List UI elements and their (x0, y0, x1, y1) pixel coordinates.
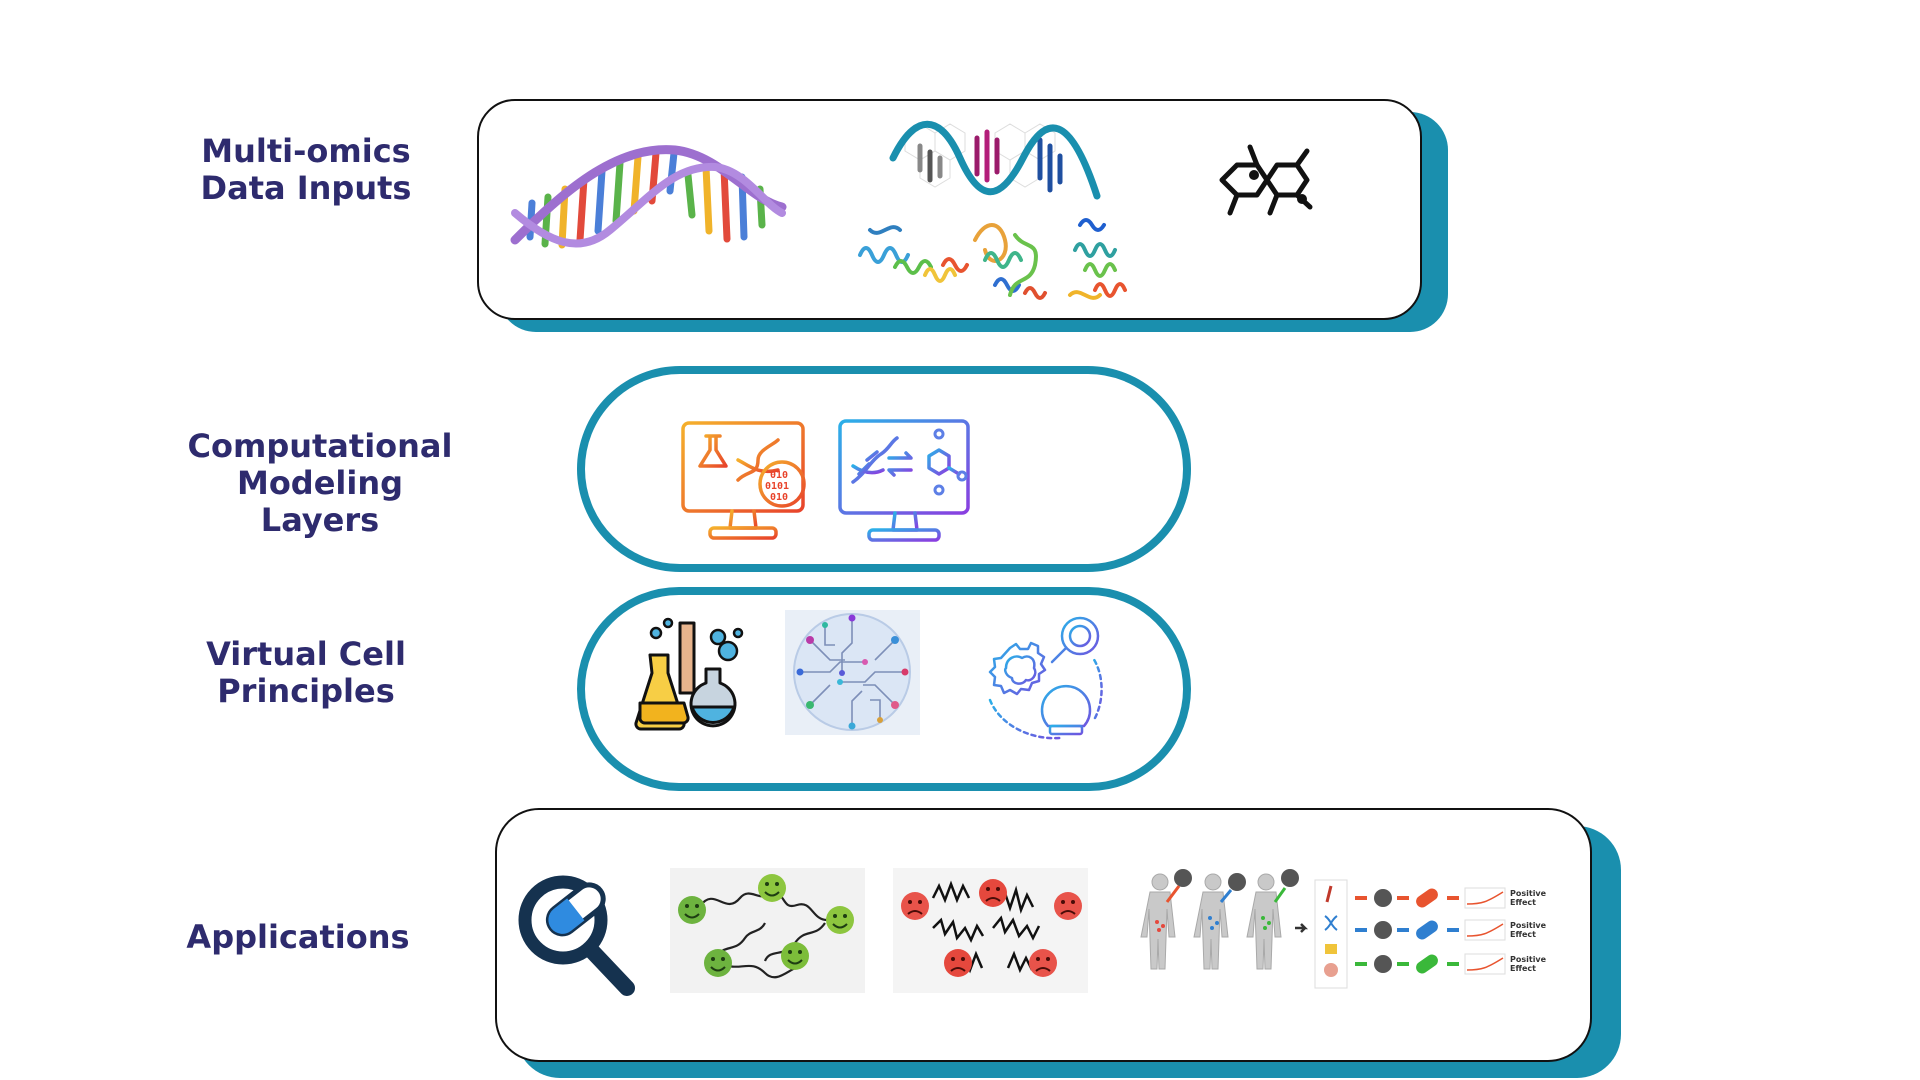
computer-lab-binary-icon: 010 0101 010 (680, 420, 810, 545)
svg-text:010: 010 (770, 470, 788, 481)
computational-modeling-label: Computational Modeling Layers (187, 427, 453, 539)
circuit-cell-icon (785, 610, 920, 735)
rna-helix-icon (885, 118, 1105, 210)
diseased-cell-network-icon (893, 868, 1088, 993)
virtual-cell-label: Virtual Cell Principles (206, 635, 406, 710)
protein-structures-icon (855, 215, 1160, 315)
lab-flasks-icon (630, 615, 750, 735)
dna-double-helix-icon (510, 145, 787, 255)
multi-omics-label: Multi-omics Data Inputs (200, 132, 412, 207)
applications-label: Applications (186, 918, 410, 956)
healthy-cell-network-icon (670, 868, 865, 993)
svg-text:010: 010 (770, 492, 788, 503)
molecule-structure-icon (1212, 135, 1337, 235)
computer-dna-network-icon (837, 418, 972, 546)
svg-text:0101: 0101 (765, 481, 789, 492)
ai-brain-insights-icon (970, 608, 1110, 742)
drug-search-icon (515, 870, 640, 998)
